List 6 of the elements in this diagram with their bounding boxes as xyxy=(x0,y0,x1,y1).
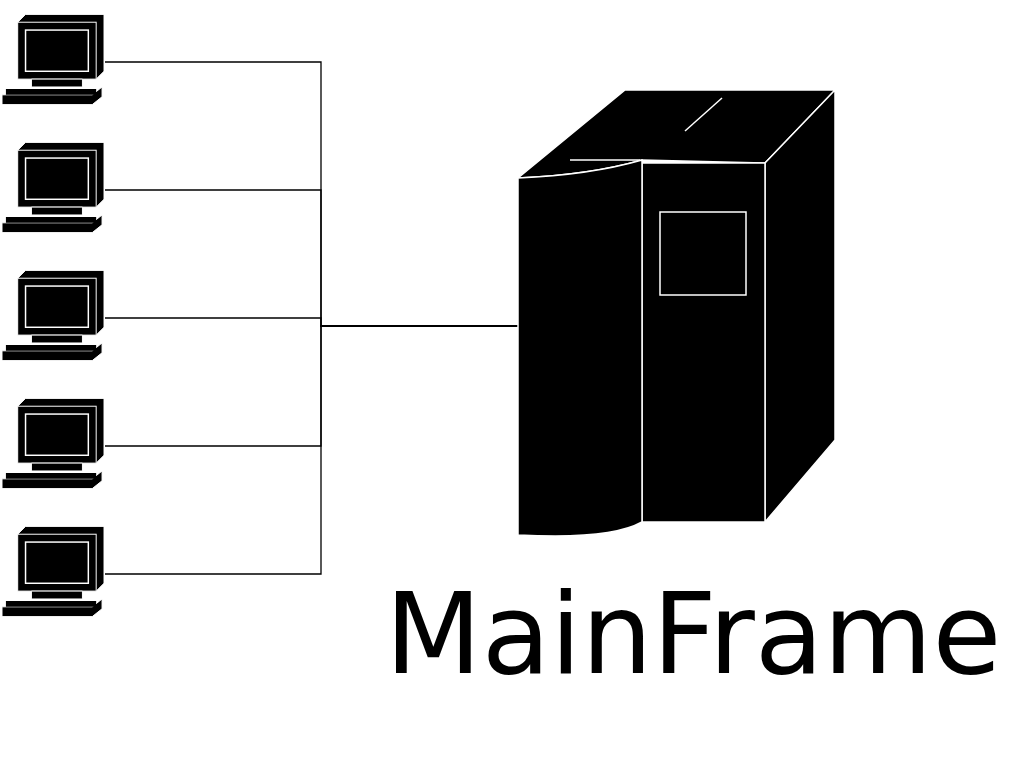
computer-icon xyxy=(2,524,105,619)
computer-icon xyxy=(2,268,105,363)
computer-icon xyxy=(2,396,105,491)
computer-icon xyxy=(2,140,105,235)
computer-icon xyxy=(2,12,105,107)
node-label: MainFrame xyxy=(385,578,1002,690)
